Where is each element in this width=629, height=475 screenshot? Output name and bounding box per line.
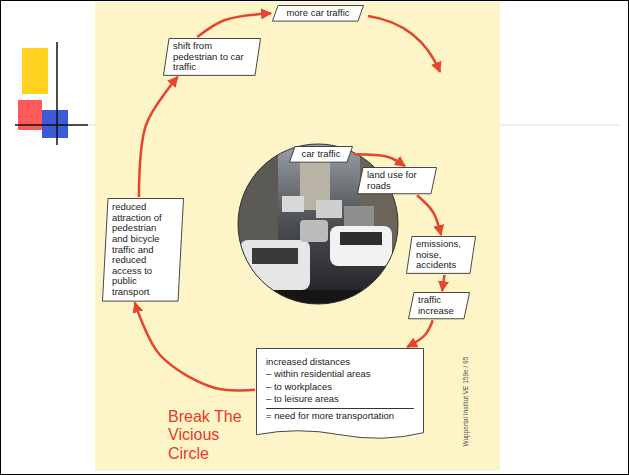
box-text: land use for roads (367, 170, 427, 191)
box-text: = need for more transportation (266, 408, 414, 422)
consequence-banner: increased distances– within residential … (256, 348, 424, 441)
effect-box: shift from pedestrian to car traffic (163, 38, 261, 76)
effect-box: traffic increase (408, 292, 470, 319)
box-text: – within residential areas (266, 368, 414, 380)
box-outline-path (409, 293, 470, 319)
box-text: more car traffic (282, 8, 354, 19)
cycle-arrow (354, 154, 405, 166)
box-text: car traffic (298, 149, 344, 160)
box-outline-path (407, 237, 476, 274)
cycle-arrow (417, 195, 441, 235)
box-outline-path (358, 168, 437, 194)
box-outline-path (290, 147, 353, 163)
box-text: reduced attraction of pedestrian and bic… (112, 202, 174, 298)
cycle-arrow (139, 77, 178, 197)
box-outline-path (273, 6, 364, 22)
box-text: traffic increase (418, 295, 460, 316)
effect-box: more car traffic (272, 5, 364, 22)
effect-box: land use for roads (357, 167, 437, 194)
slide-ornament (15, 42, 88, 145)
box-outline-path (103, 199, 184, 302)
cycle-arrow (368, 16, 440, 72)
source-note: Wuppertal Institut VE 159e / 95 (462, 342, 469, 462)
box-text: – to leisure areas (266, 393, 414, 405)
cycle-arrow (135, 303, 255, 391)
cycle-arrow (197, 13, 271, 37)
box-outline-path (164, 39, 261, 76)
slogan: Break The Vicious Circle (168, 408, 250, 463)
diagram-panel (95, 2, 500, 471)
effect-box: reduced attraction of pedestrian and bic… (102, 198, 184, 302)
box-text: increased distances (266, 356, 414, 368)
box-outline-path (257, 349, 424, 439)
effect-box: emissions, noise, accidents (406, 236, 476, 274)
cause-box: car traffic (289, 146, 353, 163)
box-text: shift from pedestrian to car traffic (173, 41, 251, 73)
box-text: – to workplaces (266, 381, 414, 393)
box-text: emissions, noise, accidents (416, 239, 466, 271)
cycle-arrow (407, 320, 433, 347)
cycle-arrow (442, 275, 444, 291)
